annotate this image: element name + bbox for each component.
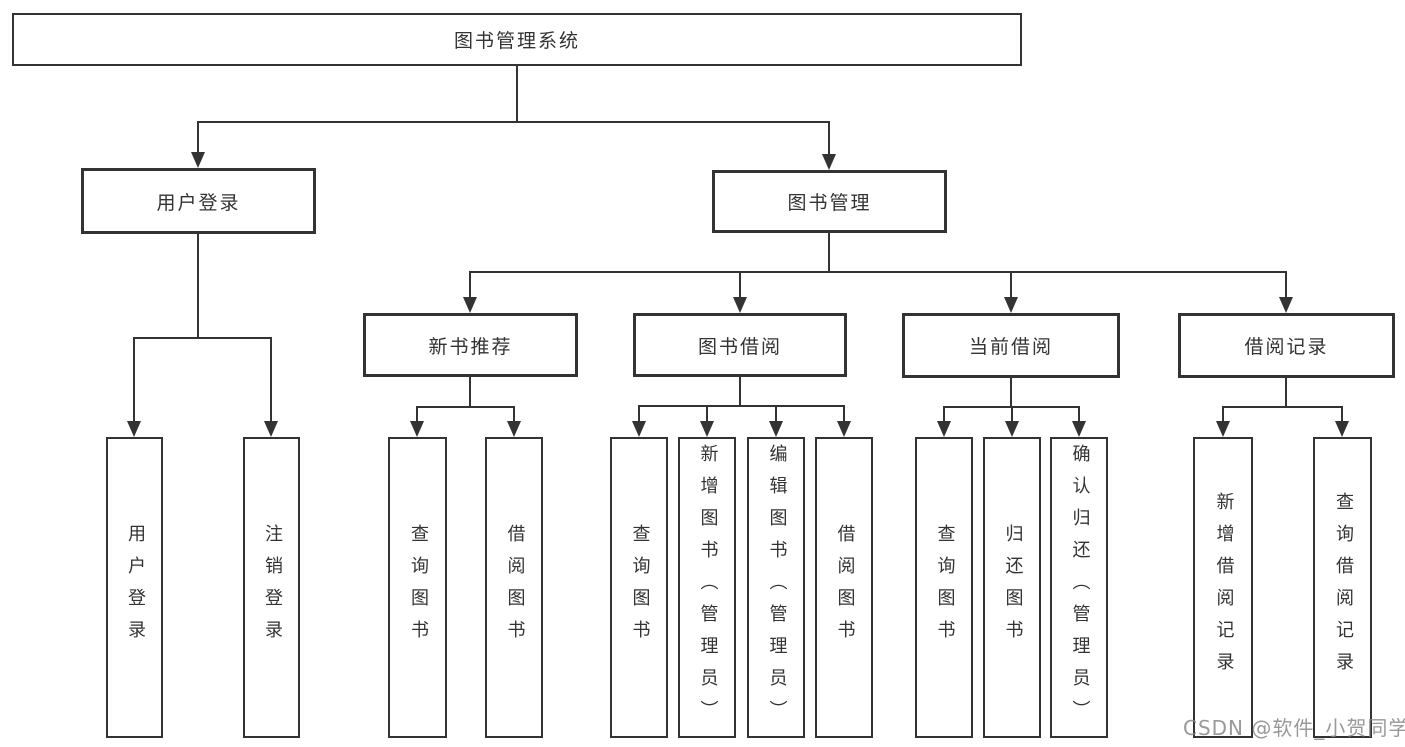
leaf-add-borrow-record-label: 新增借阅记录 (1213, 491, 1235, 684)
connector-line (638, 405, 845, 407)
leaf-borrow-books-2-label: 借阅图书 (834, 523, 856, 652)
connector-line (469, 271, 1287, 273)
connector-line (1010, 378, 1012, 406)
leaf-query-borrow-record: 查询借阅记录 (1313, 437, 1372, 738)
connector-line (134, 337, 272, 339)
arrowhead-down-icon (410, 421, 424, 437)
watermark: CSDN @软件_小贺同学 (1183, 716, 1405, 740)
arrowhead-down-icon (1216, 421, 1230, 437)
leaf-query-books-2-label: 查询图书 (629, 523, 651, 652)
arrowhead-down-icon (1005, 421, 1019, 437)
arrowhead-down-icon (733, 297, 747, 313)
node-current-borrow: 当前借阅 (902, 313, 1120, 378)
connector-line (739, 377, 741, 405)
leaf-user-login-label: 用户登录 (124, 523, 146, 652)
leaf-borrow-books-1-label: 借阅图书 (504, 523, 526, 652)
connector-line (843, 405, 845, 421)
leaf-query-books-3-label: 查询图书 (934, 523, 956, 652)
leaf-confirm-return-admin: 确认归还（管理员） (1050, 437, 1108, 738)
leaf-add-books-admin-label: 新增图书（管理员） (697, 443, 719, 732)
connector-line (1010, 271, 1012, 297)
arrowhead-down-icon (769, 421, 783, 437)
node-book-management-label: 图书管理 (787, 192, 872, 214)
connector-line (197, 121, 199, 152)
connector-line (706, 405, 708, 421)
connector-line (513, 406, 515, 421)
connector-line (416, 406, 515, 408)
connector-line (775, 405, 777, 421)
connector-line (739, 271, 741, 297)
connector-line (197, 121, 830, 123)
arrowhead-down-icon (822, 154, 836, 170)
leaf-logout: 注销登录 (243, 437, 300, 738)
arrowhead-down-icon (700, 421, 714, 437)
connector-line (638, 405, 640, 421)
leaf-return-books-label: 归还图书 (1002, 523, 1024, 652)
node-borrow-records: 借阅记录 (1178, 313, 1395, 378)
node-borrow-records-label: 借阅记录 (1244, 336, 1329, 358)
connector-line (416, 406, 418, 421)
node-new-book-recommend-label: 新书推荐 (428, 335, 513, 358)
leaf-add-books-admin: 新增图书（管理员） (678, 437, 736, 738)
leaf-query-borrow-record-label: 查询借阅记录 (1332, 491, 1354, 684)
connector-line (1285, 271, 1287, 297)
connector-line (1285, 378, 1287, 406)
leaf-edit-books-admin-label: 编辑图书（管理员） (766, 443, 788, 732)
leaf-edit-books-admin: 编辑图书（管理员） (747, 437, 805, 738)
connector-line (828, 121, 830, 154)
arrowhead-down-icon (1279, 297, 1293, 313)
node-root-label: 图书管理系统 (453, 30, 580, 52)
arrowhead-down-icon (127, 421, 141, 437)
leaf-query-books-1: 查询图书 (388, 437, 447, 738)
node-root: 图书管理系统 (12, 13, 1022, 66)
arrowhead-down-icon (1004, 297, 1018, 313)
connector-line (1011, 406, 1013, 421)
leaf-logout-label: 注销登录 (261, 523, 283, 652)
leaf-query-books-3: 查询图书 (915, 437, 973, 738)
node-user-login-label: 用户登录 (156, 191, 241, 214)
arrowhead-down-icon (463, 297, 477, 313)
node-user-login: 用户登录 (81, 168, 316, 234)
connector-line (516, 66, 518, 121)
arrowhead-down-icon (264, 421, 278, 437)
leaf-confirm-return-admin-label: 确认归还（管理员） (1069, 443, 1091, 732)
node-book-borrow-label: 图书借阅 (697, 335, 782, 358)
node-new-book-recommend: 新书推荐 (363, 313, 578, 377)
arrowhead-down-icon (507, 421, 521, 437)
connector-line (197, 234, 199, 337)
connector-line (943, 406, 945, 421)
leaf-query-books-2: 查询图书 (610, 437, 668, 738)
connector-line (469, 271, 471, 297)
arrowhead-down-icon (191, 152, 205, 168)
arrowhead-down-icon (1335, 421, 1349, 437)
connector-line (133, 337, 135, 421)
arrowhead-down-icon (1072, 421, 1086, 437)
leaf-borrow-books-1: 借阅图书 (485, 437, 543, 738)
leaf-user-login: 用户登录 (106, 437, 163, 738)
connector-line (270, 337, 272, 421)
leaf-return-books: 归还图书 (983, 437, 1041, 738)
node-book-borrow: 图书借阅 (633, 313, 847, 377)
leaf-borrow-books-2: 借阅图书 (815, 437, 873, 738)
connector-line (1222, 406, 1224, 421)
connector-line (1222, 406, 1342, 408)
arrowhead-down-icon (632, 421, 646, 437)
connector-line (828, 233, 830, 271)
connector-line (469, 377, 471, 406)
arrowhead-down-icon (837, 421, 851, 437)
arrowhead-down-icon (937, 421, 951, 437)
leaf-add-borrow-record: 新增借阅记录 (1193, 437, 1253, 738)
node-book-management: 图书管理 (712, 170, 947, 233)
connector-line (1078, 406, 1080, 421)
node-current-borrow-label: 当前借阅 (968, 336, 1053, 358)
leaf-query-books-1-label: 查询图书 (407, 523, 429, 652)
connector-line (1341, 406, 1343, 421)
